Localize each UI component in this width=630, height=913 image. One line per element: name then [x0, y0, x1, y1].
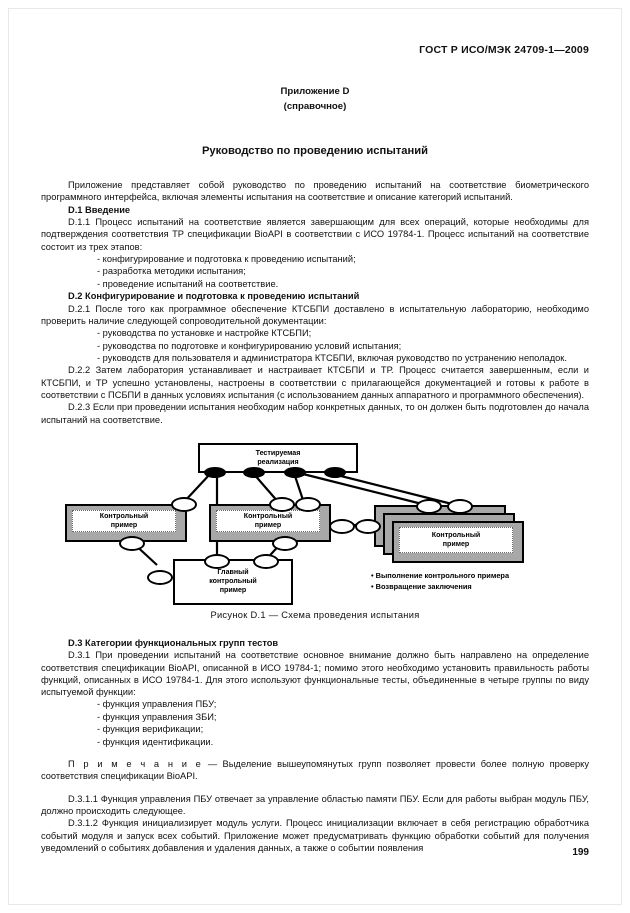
legend-item-2: • Возвращение заключения — [371, 581, 472, 591]
list-item: - руководств для пользователя и админист… — [97, 352, 567, 363]
paragraph-d1-1: D.1.1 Процесс испытаний на соответствие … — [41, 217, 589, 252]
node-test-case-1-label: Контрольный пример — [99, 511, 149, 529]
node-test-case-2-label: Контрольный пример — [243, 511, 293, 529]
list-item: - разработка методики испытания; — [97, 266, 246, 277]
connector-lollipop — [204, 553, 230, 569]
connector-lollipop — [355, 518, 381, 534]
page-content: ГОСТ Р ИСО/МЭК 24709-1—2009 Приложение D… — [41, 0, 589, 854]
node-test-case-1: Контрольный пример — [65, 503, 187, 542]
connector-lollipop — [295, 496, 321, 512]
socket-port — [284, 466, 306, 478]
connector-lollipop — [272, 535, 298, 551]
figure-caption: Рисунок D.1 — Схема проведения испытания — [210, 609, 420, 620]
list-item: - конфигурирование и подготовка к провед… — [97, 253, 356, 264]
connector-lollipop — [147, 569, 173, 585]
node-main-test-case-label: Главный контрольный пример — [209, 568, 257, 595]
paragraph-d2-2: D.2.2 Затем лаборатория устанавливает и … — [41, 365, 589, 400]
node-test-case-2-label-wrap: Контрольный пример — [216, 509, 320, 532]
section-heading-d2: D.2 Конфигурирование и подготовка к пров… — [68, 291, 360, 302]
list-d1: - конфигурирование и подготовка к провед… — [41, 253, 589, 290]
paragraph-d2-3: D.2.3 Если при проведении испытания необ… — [41, 402, 589, 425]
note-paragraph: П р и м е ч а н и е — Выделение вышеупом… — [41, 758, 589, 783]
connector-lollipop — [253, 553, 279, 569]
list-d3: - функция управления ПБУ; - функция упра… — [41, 698, 589, 748]
list-item: - руководства по подготовке и конфигурир… — [97, 340, 402, 351]
paragraph-d2-1: D.2.1 После того как программное обеспеч… — [41, 303, 589, 326]
annex-title: Приложение D — [280, 86, 350, 97]
list-item: - функция верификации; — [97, 724, 204, 735]
node-test-case-3: Контрольный пример — [392, 520, 524, 563]
paragraph-d3-1-1: D.3.1.1 Функция управления ПБУ отвечает … — [41, 793, 589, 816]
node-test-case-3-label: Контрольный пример — [431, 530, 481, 548]
annex-heading-block: Приложение D (справочное) — [41, 84, 589, 114]
note-label: П р и м е ч а н и е — [68, 759, 203, 770]
connector-lollipop — [171, 496, 197, 512]
intro-paragraph: Приложение представляет собой руководств… — [41, 180, 589, 203]
socket-port — [243, 466, 265, 478]
connector-lollipop — [416, 498, 442, 514]
paragraph-d3-1: D.3.1 При проведении испытаний на соотве… — [41, 650, 589, 698]
list-item: - руководства по установке и настройке К… — [97, 328, 312, 339]
socket-port — [324, 466, 346, 478]
connector-lollipop — [447, 498, 473, 514]
list-item: - проведение испытаний на соответствие. — [97, 278, 279, 289]
paragraph-d3-1-2: D.3.1.2 Функция инициализирует модуль ус… — [41, 818, 589, 853]
page-number: 199 — [572, 847, 589, 858]
list-d2: - руководства по установке и настройке К… — [41, 327, 589, 364]
legend-item-1: • Выполнение контрольного примера — [371, 570, 510, 580]
figure-d1: Тестируемая реализация Контрольный приме… — [41, 437, 589, 607]
list-item: - функция управления ЗБИ; — [97, 711, 217, 722]
note-text: — Выделение вышеупомянутых групп позволя… — [41, 759, 589, 782]
standard-header: ГОСТ Р ИСО/МЭК 24709-1—2009 — [419, 44, 589, 56]
figure-legend: • Выполнение контрольного примера • Возв… — [371, 570, 509, 592]
list-item: - функция управления ПБУ; — [97, 699, 217, 710]
connector-lollipop — [329, 518, 355, 534]
connector-lollipop — [269, 496, 295, 512]
section-heading-d1: D.1 Введение — [68, 204, 131, 215]
node-test-case-3-label-wrap: Контрольный пример — [399, 526, 513, 553]
section-heading-d3: D.3 Категории функциональных групп тесто… — [68, 637, 279, 648]
socket-port — [204, 466, 226, 478]
annex-subtitle: (справочное) — [283, 101, 347, 112]
page-title: Руководство по проведению испытаний — [201, 145, 429, 157]
node-tested-implementation-label: Тестируемая реализация — [255, 448, 301, 466]
list-item: - функция идентификации. — [97, 736, 214, 747]
connector-lollipop — [119, 535, 145, 551]
node-test-case-1-label-wrap: Контрольный пример — [72, 509, 176, 532]
